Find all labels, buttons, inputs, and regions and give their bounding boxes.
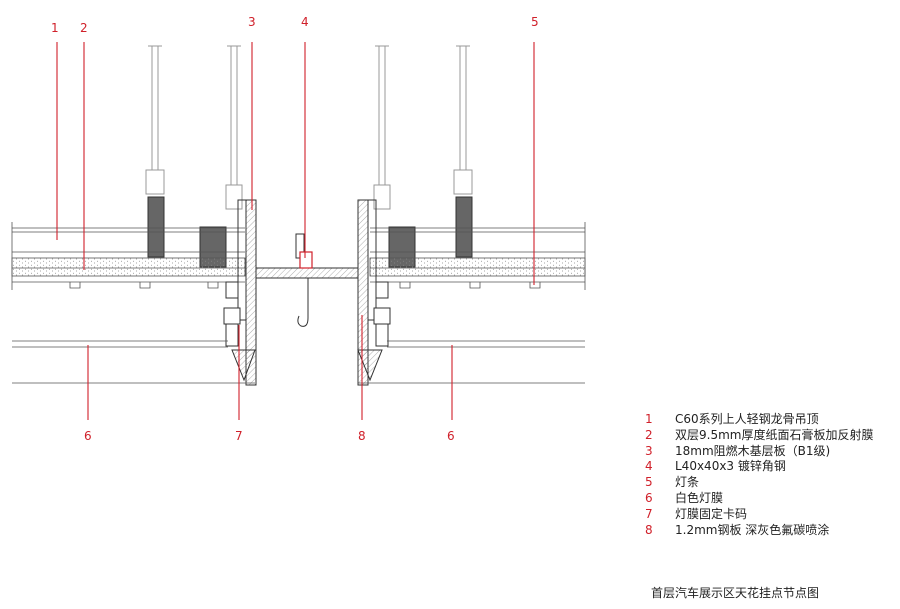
callout-label-2: 2 [80, 21, 88, 35]
legend-row: 6 白色灯膜 [645, 491, 895, 507]
legend-row: 3 18mm阻燃木基层板（B1级) [645, 444, 895, 460]
legend-number: 6 [645, 490, 653, 505]
legend-text: 白色灯膜 [675, 490, 724, 505]
legend-text: 1.2mm钢板 深灰色氟碳喷涂 [675, 522, 830, 537]
board-clips [69, 282, 541, 289]
callout-label-6b: 6 [447, 429, 455, 443]
legend-number: 7 [645, 506, 653, 521]
legend-row: 1 C60系列上人轻钢龙骨吊顶 [645, 412, 895, 428]
legend-text: 灯条 [675, 475, 700, 490]
ceiling-layers [11, 222, 586, 290]
callout-label-4: 4 [301, 15, 309, 29]
keel-block [455, 196, 473, 258]
light-membranes [12, 340, 585, 384]
right-light-box [357, 199, 391, 386]
hanger-rod [373, 45, 391, 210]
angle-steel-bridge [255, 233, 359, 327]
callout-label-8: 8 [358, 429, 366, 443]
callout-label-7: 7 [235, 429, 243, 443]
keel-block [147, 196, 165, 258]
legend-number: 1 [645, 412, 653, 426]
legend-text: L40x40x3 镀锌角钢 [675, 459, 786, 474]
legend-row: 8 1.2mm钢板 深灰色氟碳喷涂 [645, 523, 895, 539]
callout-label-5: 5 [531, 15, 539, 29]
legend-number: 2 [645, 427, 653, 442]
legend-number: 4 [645, 459, 653, 474]
callout-numbers: 1 2 3 4 5 6 6 7 8 [51, 15, 539, 443]
legend-text: 双层9.5mm厚度纸面石膏板加反射膜 [675, 427, 874, 442]
legend-row: 4 L40x40x3 镀锌角钢 [645, 459, 895, 475]
main-keels [147, 196, 473, 268]
legend-text: 灯膜固定卡码 [675, 506, 748, 521]
left-light-box [223, 199, 257, 386]
legend-number: 5 [645, 475, 653, 490]
legend-row: 5 灯条 [645, 475, 895, 491]
legend-row: 2 双层9.5mm厚度纸面石膏板加反射膜 [645, 428, 895, 444]
legend-number: 3 [645, 443, 653, 458]
callout-label-1: 1 [51, 21, 59, 35]
hanger-rod [225, 45, 243, 210]
legend-text: C60系列上人轻钢龙骨吊顶 [675, 412, 819, 426]
drawing-caption: 首层汽车展示区天花挂点节点图 [651, 586, 820, 600]
callout-label-3: 3 [248, 15, 256, 29]
callout-leaders [56, 42, 535, 420]
hanger-rod [453, 45, 473, 195]
legend: 1 C60系列上人轻钢龙骨吊顶 2 双层9.5mm厚度纸面石膏板加反射膜 3 18mm阻燃… [645, 412, 895, 538]
hanger-rod [145, 45, 165, 195]
callout-label-6a: 6 [84, 429, 92, 443]
legend-text: 18mm阻燃木基层板（B1级) [675, 443, 831, 458]
hanger-rods [145, 45, 473, 210]
legend-number: 8 [645, 522, 653, 537]
legend-row: 7 灯膜固定卡码 [645, 507, 895, 523]
